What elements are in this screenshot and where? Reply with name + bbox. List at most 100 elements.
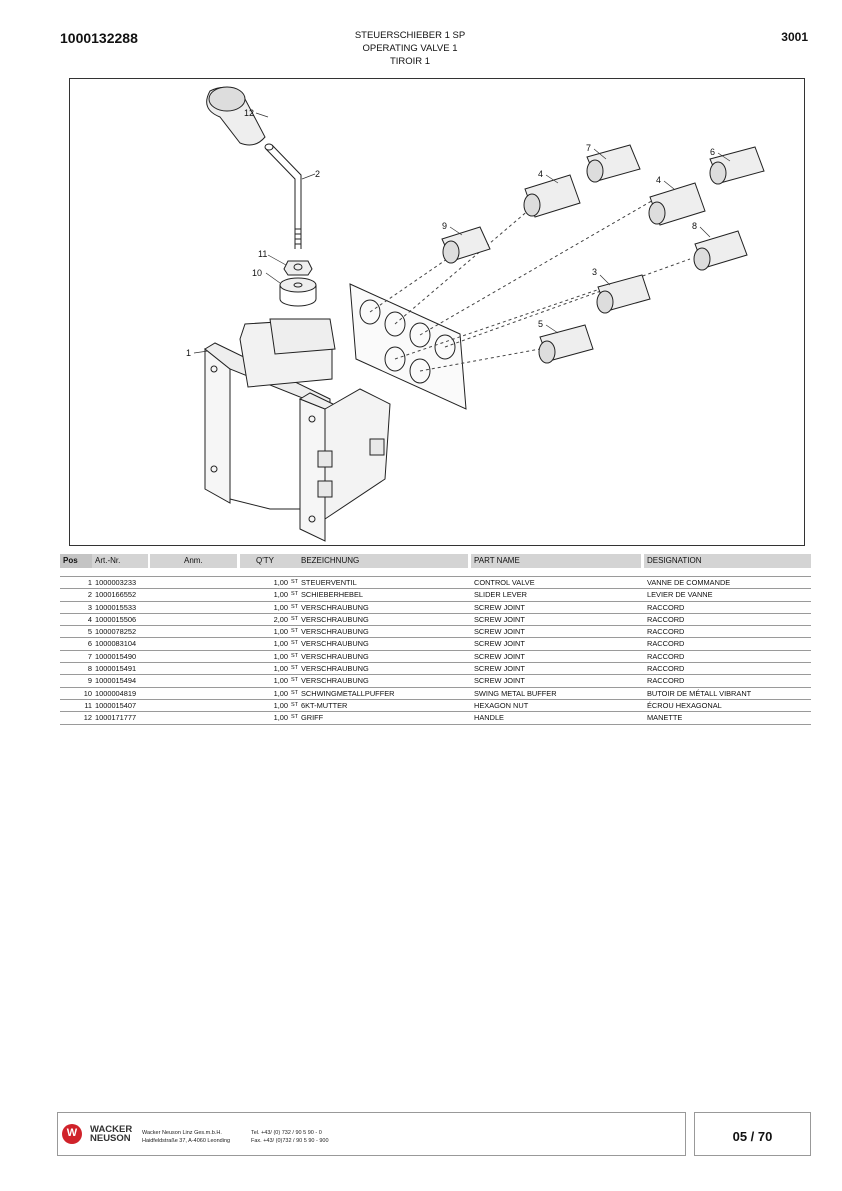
brand-name: WACKER NEUSON (90, 1125, 132, 1144)
cell-art: 1000015533 (95, 602, 137, 612)
cell-art: 1000015407 (95, 700, 137, 710)
cell-unit: ST (291, 677, 299, 684)
part-number: 1000132288 (60, 30, 138, 46)
street-address: Haidfeldstraße 37, A-4060 Leonding (142, 1137, 231, 1144)
cell-unit: ST (291, 603, 299, 610)
control-valve-body (204, 318, 391, 542)
cell-art: 1000015491 (95, 664, 137, 674)
cell-part: SCREW JOINT (474, 614, 525, 624)
header-art-nr: Art.-Nr. (92, 554, 148, 568)
cell-unit: ST (291, 652, 299, 659)
company-contact: Tel. +43/ (0) 732 / 90 5 90 - 0 Fax. +43… (251, 1130, 329, 1145)
fitting-7 (586, 144, 641, 183)
header-part-name: PART NAME (471, 554, 641, 568)
cell-unit: ST (291, 615, 299, 622)
cell-des: VANNE DE COMMANDE (647, 578, 731, 587)
cell-part: SLIDER LEVER (474, 590, 527, 600)
callout-10: 10 (252, 268, 262, 278)
cell-pos: 10 (83, 688, 92, 698)
cell-pos: 3 (87, 602, 92, 612)
footer-info: W WACKER NEUSON Wacker Neuson Linz Ges.m… (57, 1112, 686, 1156)
telephone: Tel. +43/ (0) 732 / 90 5 90 - 0 (251, 1130, 322, 1136)
cell-pos: 2 (87, 590, 92, 600)
cell-des: ÉCROU HEXAGONAL (647, 700, 722, 710)
cell-qty: 1,00 (273, 700, 288, 710)
title-english: OPERATING VALVE 1 (362, 43, 458, 54)
cell-unit: ST (291, 628, 299, 635)
title-german: STEUERSCHIEBER 1 SP (354, 30, 466, 41)
fitting-4b (648, 182, 706, 226)
cell-pos: 4 (87, 614, 92, 624)
cell-pos: 1 (87, 578, 92, 587)
fitting-3 (596, 274, 651, 314)
callout-9: 9 (442, 221, 447, 231)
assembly-lines (369, 198, 691, 372)
header-anm: Anm. (150, 554, 237, 568)
cell-bez: VERSCHRAUBUNG (301, 627, 369, 637)
cell-part: HANDLE (474, 713, 504, 723)
cell-bez: VERSCHRAUBUNG (301, 651, 369, 661)
callout-5: 5 (538, 319, 543, 329)
cell-bez: STEUERVENTIL (301, 578, 357, 587)
exploded-view-figure: 12 2 11 10 1 9 4 7 6 4 8 3 5 (69, 78, 805, 546)
cell-qty: 1,00 (273, 639, 288, 649)
callout-3: 3 (592, 267, 597, 277)
leader-lines (193, 112, 731, 354)
cell-unit: ST (291, 689, 299, 696)
callout-2: 2 (315, 169, 320, 179)
cell-des: RACCORD (647, 639, 685, 649)
cell-part: SCREW JOINT (474, 627, 525, 637)
cell-des: RACCORD (647, 676, 685, 686)
cell-art: 1000015506 (95, 614, 137, 624)
cell-art: 1000015490 (95, 651, 137, 661)
cell-des: RACCORD (647, 602, 685, 612)
header-designation: DESIGNATION (644, 554, 811, 568)
cell-qty: 1,00 (273, 651, 288, 661)
company-address: Wacker Neuson Linz Ges.m.b.H. Haidfeldst… (142, 1130, 230, 1145)
callout-7: 7 (586, 143, 591, 153)
company-name: Wacker Neuson Linz Ges.m.b.H. (142, 1130, 222, 1136)
cell-des: LEVIER DE VANNE (647, 590, 713, 600)
cell-bez: SCHIEBERHEBEL (301, 590, 364, 600)
cell-pos: 9 (87, 676, 92, 686)
cell-qty: 1,00 (273, 676, 288, 686)
callout-12: 12 (244, 108, 254, 118)
hexagon-nut (283, 260, 313, 276)
cell-part: SCREW JOINT (474, 664, 525, 674)
fax: Fax. +43/ (0)732 / 90 5 90 - 900 (251, 1137, 329, 1144)
cell-unit: ST (291, 579, 299, 585)
cell-art: 1000078252 (95, 627, 137, 637)
cell-pos: 6 (87, 639, 92, 649)
cell-pos: 5 (87, 627, 92, 637)
header-qty: Q'TY (240, 554, 298, 568)
cell-pos: 12 (83, 713, 92, 723)
handle-knob (206, 86, 266, 146)
fitting-9 (441, 226, 491, 264)
cell-bez: GRIFF (301, 713, 324, 723)
cell-pos: 7 (87, 651, 92, 661)
cell-qty: 1,00 (273, 688, 288, 698)
fitting-8 (693, 230, 748, 271)
page-number-box: 05 / 70 (694, 1112, 811, 1156)
cell-art: 1000015494 (95, 676, 137, 686)
title-french: TIROIR 1 (389, 56, 431, 67)
cell-art: 1000083104 (95, 639, 137, 649)
cell-qty: 1,00 (273, 578, 288, 587)
cell-unit: ST (291, 701, 299, 708)
cell-unit: ST (291, 665, 299, 672)
cell-part: SWING METAL BUFFER (474, 688, 557, 698)
cell-qty: 1,00 (273, 590, 288, 600)
header-bezeichnung: BEZEICHNUNG (298, 554, 468, 568)
cell-bez: VERSCHRAUBUNG (301, 664, 369, 674)
callout-8: 8 (692, 221, 697, 231)
callout-6: 6 (710, 147, 715, 157)
swing-metal-buffer (279, 277, 317, 307)
cell-bez: SCHWINGMETALLPUFFER (301, 688, 395, 698)
